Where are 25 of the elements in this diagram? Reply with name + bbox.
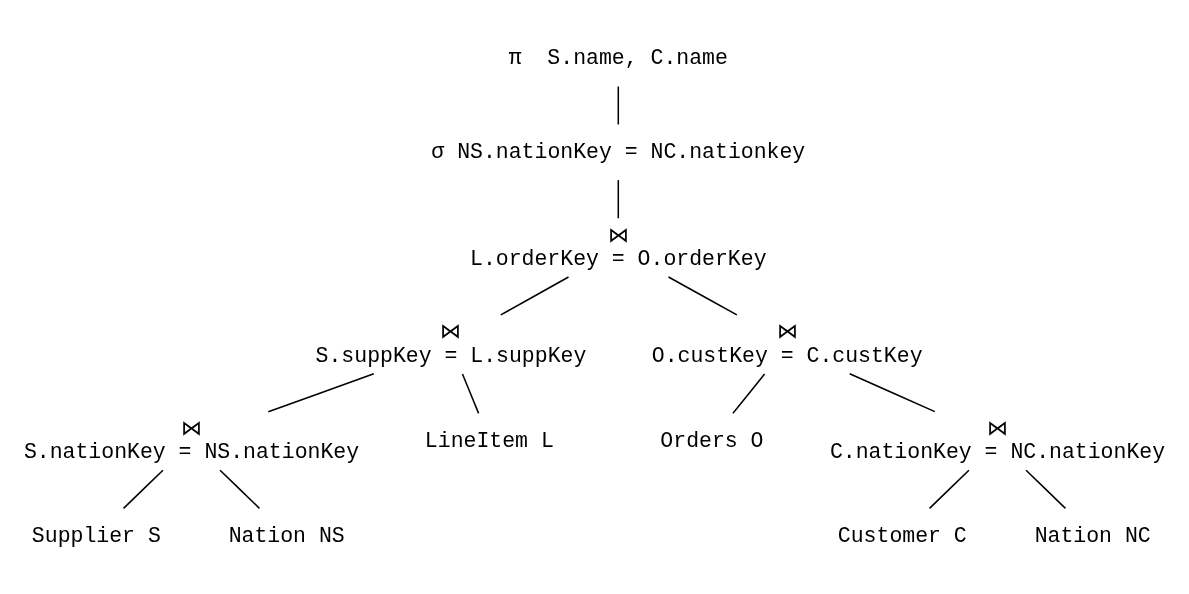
node-text: Supplier S	[31, 523, 161, 548]
node-text: Nation NC	[1034, 523, 1151, 548]
node-text: LineItem L	[424, 428, 554, 453]
node-text: ⋈ O.custKey = C.custKey	[651, 319, 923, 368]
connector	[848, 372, 936, 412]
connector	[461, 372, 480, 414]
node-text: Customer C	[837, 523, 967, 548]
node-text: Orders O	[660, 428, 764, 453]
connector	[500, 275, 570, 316]
node-text: ⋈ S.nationKey = NS.nationKey	[23, 416, 360, 464]
connector	[667, 275, 738, 316]
connector	[267, 372, 375, 413]
connector	[1025, 468, 1067, 509]
connector	[928, 468, 970, 509]
node-text: σ NS.nationKey = NC.nationkey	[431, 139, 806, 164]
connector	[219, 468, 261, 509]
node-text: Nation NS	[228, 523, 345, 548]
connector	[617, 85, 620, 125]
connector	[617, 178, 620, 219]
node-text: ⋈ C.nationKey = NC.nationKey	[829, 416, 1166, 464]
connector	[122, 468, 164, 509]
connector	[732, 372, 766, 414]
node-text: ⋈ S.suppKey = L.suppKey	[315, 319, 587, 368]
node-text: π S.name, C.name	[508, 45, 728, 70]
node-text: ⋈ L.orderKey = O.orderKey	[470, 223, 767, 271]
